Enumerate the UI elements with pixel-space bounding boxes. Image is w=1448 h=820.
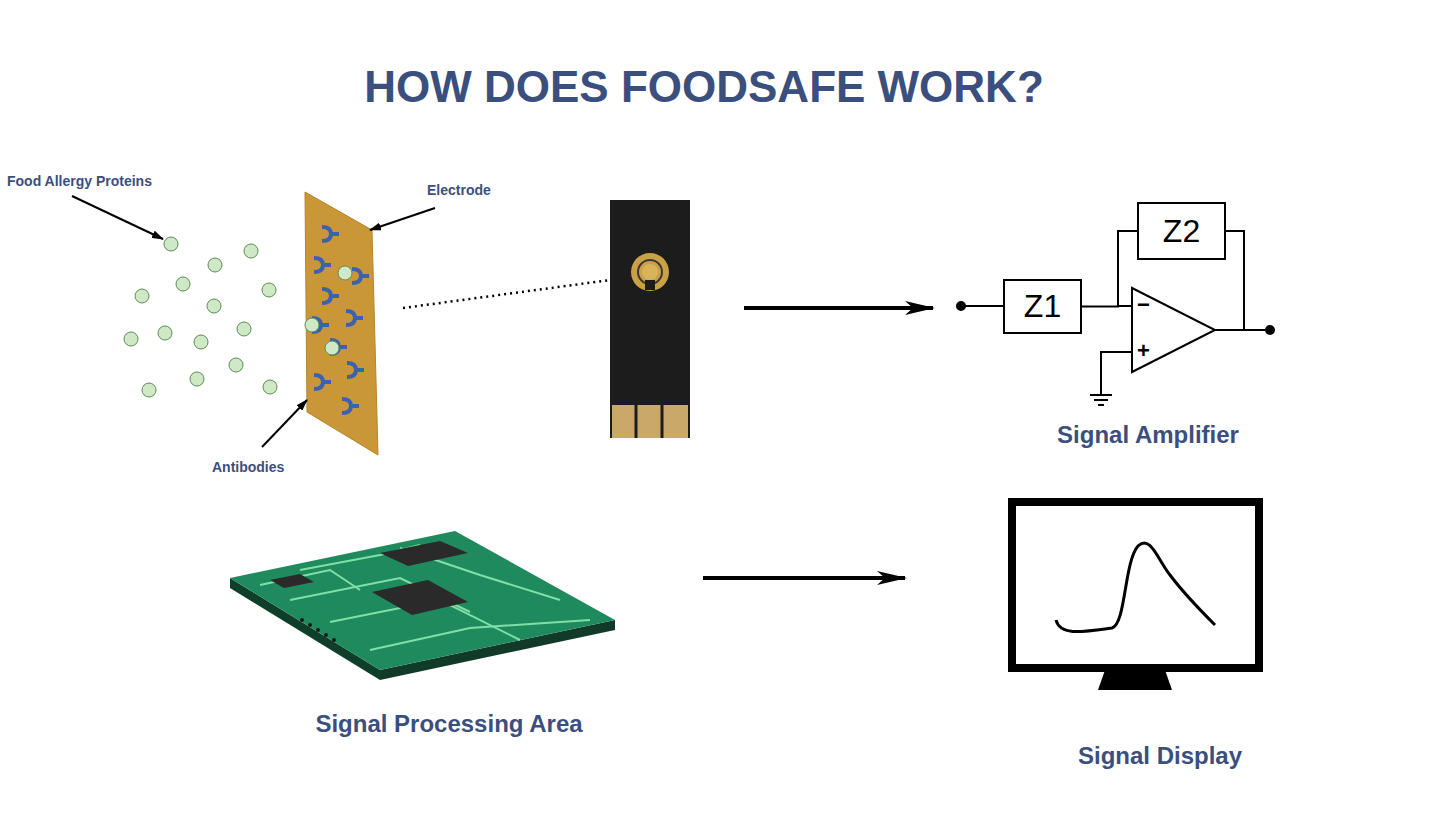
stage-label: Signal Display	[905, 742, 1415, 770]
leader-lines	[72, 196, 435, 447]
part-label: Food Allergy Proteins	[7, 173, 152, 189]
stage-label: Signal Amplifier	[940, 421, 1356, 449]
display-group: Signal Display	[905, 490, 1415, 775]
pin-symbol: −	[1137, 292, 1150, 318]
part-label: Electrode	[427, 182, 491, 198]
processing-group: Signal Processing Area	[195, 525, 703, 740]
protein-particles	[124, 237, 277, 397]
circuit-board	[230, 531, 615, 680]
flow-arrow	[744, 306, 933, 310]
diagram-title: HOW DOES FOODSAFE WORK?	[364, 62, 1044, 112]
part-label: Antibodies	[212, 459, 284, 475]
monitor	[1012, 502, 1259, 690]
opamp-circuit	[957, 231, 1274, 405]
impedance-label: Z2	[1163, 213, 1200, 250]
flow-arrow	[703, 576, 905, 580]
impedance-box: Z2	[1137, 202, 1226, 260]
sensor-strip	[610, 200, 690, 438]
impedance-label: Z1	[1024, 288, 1061, 325]
bound-proteins	[305, 266, 352, 355]
dotted-link	[403, 280, 610, 308]
circuit-wire	[1082, 231, 1137, 307]
electrode-plate	[305, 192, 378, 455]
impedance-box: Z1	[1003, 279, 1082, 334]
antibodies	[312, 227, 369, 413]
pin-symbol: +	[1137, 338, 1150, 364]
amplifier-group: Z1 Z2Signal Amplifier	[940, 190, 1356, 455]
stage-label: Signal Processing Area	[195, 710, 703, 738]
